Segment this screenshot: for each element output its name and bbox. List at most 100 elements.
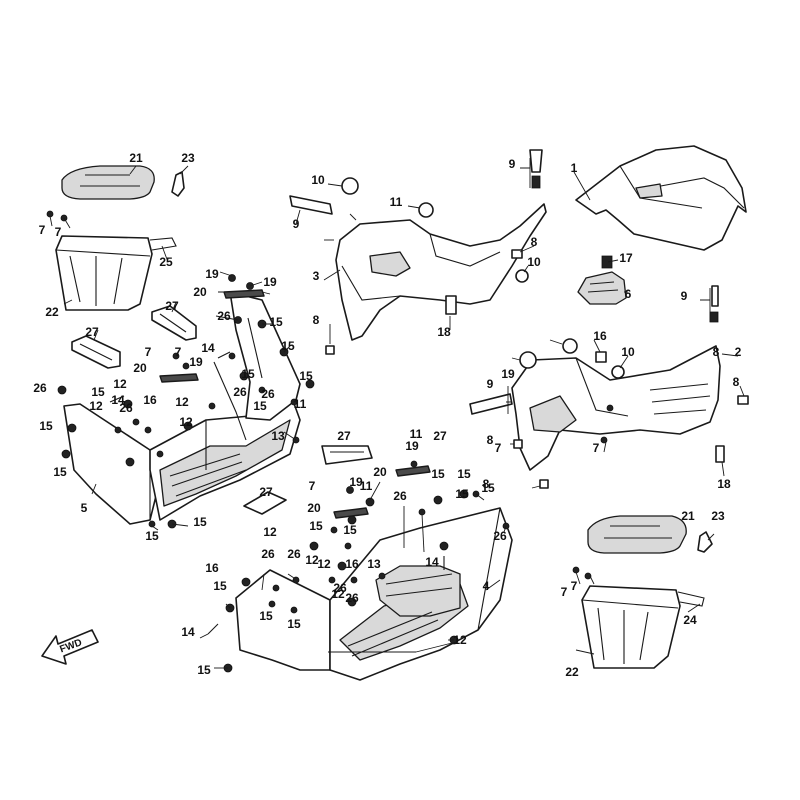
callout-number: 15 <box>457 467 471 481</box>
callout-number: 7 <box>593 441 600 455</box>
callout-number: 12 <box>179 415 193 429</box>
nose-cover-1 <box>575 145 747 251</box>
callout-number: 21 <box>681 509 695 523</box>
callout-number: 21 <box>129 151 143 165</box>
callout-number: 26 <box>261 547 275 561</box>
callout-number: 4 <box>483 579 490 593</box>
leader-lines <box>49 158 745 669</box>
callout-number: 11 <box>294 397 307 411</box>
callout-number: 7 <box>571 579 578 593</box>
callout-number: 22 <box>565 665 579 679</box>
callout-number: 15 <box>343 523 357 537</box>
callout-number: 15 <box>145 529 159 543</box>
callout-number: 27 <box>85 325 99 339</box>
callout-number: 17 <box>619 251 633 265</box>
fwd-direction-arrow: FWD <box>41 629 99 665</box>
callout-number: 15 <box>309 519 323 533</box>
callout-number: 15 <box>39 419 53 433</box>
callout-number: 16 <box>205 561 219 575</box>
callout-number: 7 <box>175 345 182 359</box>
callout-number: 12 <box>113 377 127 391</box>
callout-number: 26 <box>333 581 347 595</box>
callout-number: 16 <box>345 557 359 571</box>
callout-number: 13 <box>367 557 381 571</box>
callout-number: 7 <box>145 345 152 359</box>
callout-number: 15 <box>431 467 445 481</box>
callout-number: 26 <box>217 309 231 323</box>
callout-number: 8 <box>313 313 320 327</box>
callout-number: 15 <box>287 617 301 631</box>
callout-number: 12 <box>331 587 345 601</box>
callout-number: 18 <box>717 477 731 491</box>
bracket-9-front <box>289 195 333 215</box>
callout-number: 24 <box>683 613 697 627</box>
callout-number: 8 <box>713 345 720 359</box>
callout-number: 27 <box>337 429 351 443</box>
callout-number: 12 <box>263 525 277 539</box>
bracket-23-right <box>697 531 713 553</box>
callout-number: 27 <box>165 299 179 313</box>
footrest-27-c <box>321 445 373 465</box>
callout-number: 10 <box>621 345 635 359</box>
storage-box-right <box>581 585 705 669</box>
callout-number: 19 <box>405 439 419 453</box>
callout-number: 9 <box>293 217 300 231</box>
callout-number: 16 <box>593 329 607 343</box>
footrest-27-a <box>151 305 197 341</box>
callout-number: 26 <box>33 381 47 395</box>
callout-number: 18 <box>437 325 451 339</box>
callout-number: 1 <box>571 161 578 175</box>
callout-number: 9 <box>509 157 516 171</box>
callout-number: 12 <box>89 399 103 413</box>
callout-number: 26 <box>287 547 301 561</box>
callout-number: 7 <box>495 441 502 455</box>
callout-number: 19 <box>501 367 515 381</box>
callout-number: 20 <box>193 285 207 299</box>
callout-number: 26 <box>493 529 507 543</box>
callout-number: 15 <box>197 663 211 677</box>
storage-lid-right <box>587 515 687 554</box>
callout-number: 11 <box>360 479 373 493</box>
callout-number: 15 <box>455 487 469 501</box>
callout-number: 19 <box>189 355 203 369</box>
callout-number: 20 <box>133 361 147 375</box>
callout-number: 8 <box>733 375 740 389</box>
callout-number: 27 <box>433 429 447 443</box>
callout-number: 10 <box>311 173 325 187</box>
callout-number: 20 <box>307 501 321 515</box>
callout-number: 9 <box>681 289 688 303</box>
callout-number: 15 <box>481 481 495 495</box>
callout-number: 7 <box>55 225 62 239</box>
callout-number: 23 <box>711 509 725 523</box>
callout-number: 12 <box>305 553 319 567</box>
callout-number: 15 <box>53 465 67 479</box>
callout-number: 26 <box>345 591 359 605</box>
callout-number: 7 <box>39 223 46 237</box>
callout-number: 12 <box>453 633 467 647</box>
callout-number: 8 <box>483 477 490 491</box>
callout-number: 13 <box>271 429 285 443</box>
callout-number: 15 <box>299 369 313 383</box>
callout-number: 15 <box>269 315 283 329</box>
bracket-23-left <box>171 171 185 197</box>
callout-number: 15 <box>259 609 273 623</box>
footwell-left-5 <box>63 291 301 525</box>
callout-number: 14 <box>111 393 125 407</box>
callout-number: 14 <box>181 625 195 639</box>
callout-number: 26 <box>233 385 247 399</box>
callout-number: 12 <box>317 557 331 571</box>
callout-number: 10 <box>527 255 541 269</box>
callout-number: 15 <box>213 579 227 593</box>
callout-number: 7 <box>561 585 568 599</box>
callout-number: 15 <box>253 399 267 413</box>
callout-number: 15 <box>91 385 105 399</box>
rear-fender-2 <box>511 345 721 471</box>
footrest-27-d <box>243 491 287 515</box>
storage-lid-left <box>61 165 155 200</box>
callout-number: 8 <box>531 235 538 249</box>
callout-number: 25 <box>159 255 173 269</box>
callout-number: 19 <box>349 475 363 489</box>
footrest-27-b <box>71 335 121 369</box>
